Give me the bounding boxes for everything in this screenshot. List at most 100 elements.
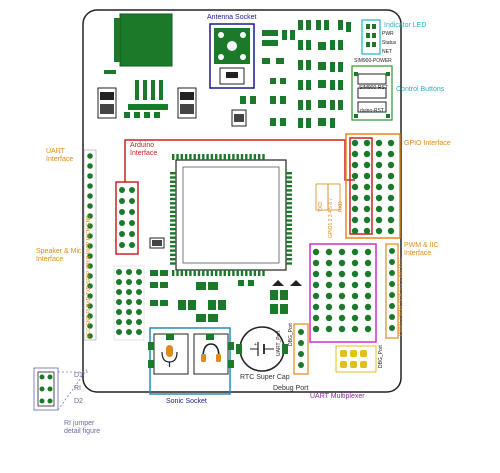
- chip-pin: [286, 253, 292, 257]
- chip-pin: [170, 227, 176, 231]
- rtc-super-cap-label: RTC Super Cap: [240, 374, 290, 381]
- chip-pin: [227, 270, 231, 276]
- grid-pin: [136, 289, 142, 295]
- chip-pin: [240, 154, 244, 160]
- uart-port-label: UART_Port: [276, 330, 282, 356]
- mux-pin: [351, 248, 359, 256]
- chip-pin: [180, 154, 183, 160]
- left-header-pins: [87, 153, 93, 339]
- chip-pin: [249, 154, 252, 160]
- chip-pin: [286, 206, 292, 209]
- mux-pin: [338, 248, 346, 256]
- grid-pin: [116, 289, 122, 295]
- mux-pin: [351, 325, 359, 333]
- status-led-label: Status: [382, 40, 397, 46]
- chip-pin: [245, 154, 248, 160]
- pwm-pin: [389, 325, 395, 331]
- gpio-pin: [351, 139, 359, 147]
- gpio-pin: [363, 227, 371, 235]
- chip-pin: [286, 232, 292, 235]
- chip-pin: [170, 219, 176, 222]
- mux-pin: [312, 292, 320, 300]
- chip-pin: [170, 245, 176, 248]
- chip-pin: [193, 154, 196, 160]
- gpio-pin: [363, 172, 371, 180]
- arduino-interface-outline: [115, 139, 355, 255]
- grid-pin: [116, 319, 122, 325]
- mux-pin: [325, 292, 333, 300]
- chip-pin: [170, 215, 176, 218]
- gpio-pin: [375, 161, 383, 169]
- chip-pin: [170, 232, 176, 235]
- header-pin: [87, 253, 93, 259]
- mux-pin: [351, 281, 359, 289]
- chip-pin: [286, 249, 292, 252]
- header-pin: [87, 333, 93, 339]
- chip-pin: [184, 154, 188, 160]
- chip-pin: [286, 236, 292, 239]
- uart-multiplexer-label: UART Multiplexer: [310, 393, 365, 400]
- gpio-pin: [351, 216, 359, 224]
- chip-pin: [170, 197, 176, 201]
- d1-label: D1: [74, 372, 83, 379]
- chip-pin: [286, 172, 292, 175]
- grid-pin: [126, 299, 132, 305]
- gpio-pin: [375, 216, 383, 224]
- chip-pin: [170, 189, 176, 192]
- mux-pin: [325, 325, 333, 333]
- grid-pin: [136, 309, 142, 315]
- header-pin: [87, 173, 93, 179]
- gpio-pin: [387, 194, 395, 202]
- chip-pin: [180, 270, 183, 276]
- mux-pin: [312, 259, 320, 267]
- chip-pin: [184, 270, 188, 276]
- gpio-pin: [375, 205, 383, 213]
- ri-jumper-detail: [33, 367, 89, 411]
- right-header-pins-label: PWM1 PWM2 SDA SCL GND VCC: [398, 257, 404, 336]
- grid-pin: [126, 279, 132, 285]
- header-pin: [87, 163, 93, 169]
- chip-pin: [286, 202, 292, 205]
- ri-jumper-label-1: RI jumper: [64, 420, 95, 427]
- gpio-interface: [345, 133, 401, 239]
- chip-pin: [236, 154, 239, 160]
- gpio-pin: [387, 139, 395, 147]
- transistors: [272, 280, 302, 286]
- pwm-pin: [389, 281, 395, 287]
- mux-pin: [338, 314, 346, 322]
- chip-pin: [286, 262, 292, 265]
- sim-module: [114, 13, 173, 67]
- chip-pin: [286, 258, 292, 261]
- gpio-pin: [375, 150, 383, 158]
- microphone-icon: [161, 345, 178, 367]
- gpio-pin: [363, 183, 371, 191]
- grid-pin: [126, 329, 132, 335]
- chip-pin: [170, 258, 176, 261]
- chip-pin: [170, 193, 176, 196]
- gpio-pin: [387, 227, 395, 235]
- mux-pin: [325, 281, 333, 289]
- pwm-iic-label-2: Interface: [404, 250, 432, 257]
- mux-pin: [312, 314, 320, 322]
- gpio-pin: [363, 139, 371, 147]
- grid-pin: [136, 279, 142, 285]
- chip-pin: [258, 154, 261, 160]
- mux-pin: [325, 270, 333, 278]
- chip-pin: [240, 270, 244, 276]
- mux-pin: [338, 281, 346, 289]
- chip-pin: [219, 270, 222, 276]
- mux-pin: [364, 281, 372, 289]
- header-pin: [87, 233, 93, 239]
- gpio-pin: [363, 150, 371, 158]
- sim900-rst-label: SIM900-RST: [359, 85, 388, 91]
- chip-pin: [232, 270, 235, 276]
- mux-pin: [338, 292, 346, 300]
- mux-pin: [364, 325, 372, 333]
- sim900-power-label: SIM900-POWER: [354, 58, 392, 64]
- header-pin: [87, 153, 93, 159]
- gpio-labels: [315, 183, 341, 211]
- gpio-pin: [351, 205, 359, 213]
- arduino-rst-label: duino-RST: [360, 108, 384, 114]
- pwm-iic-header: [385, 243, 399, 339]
